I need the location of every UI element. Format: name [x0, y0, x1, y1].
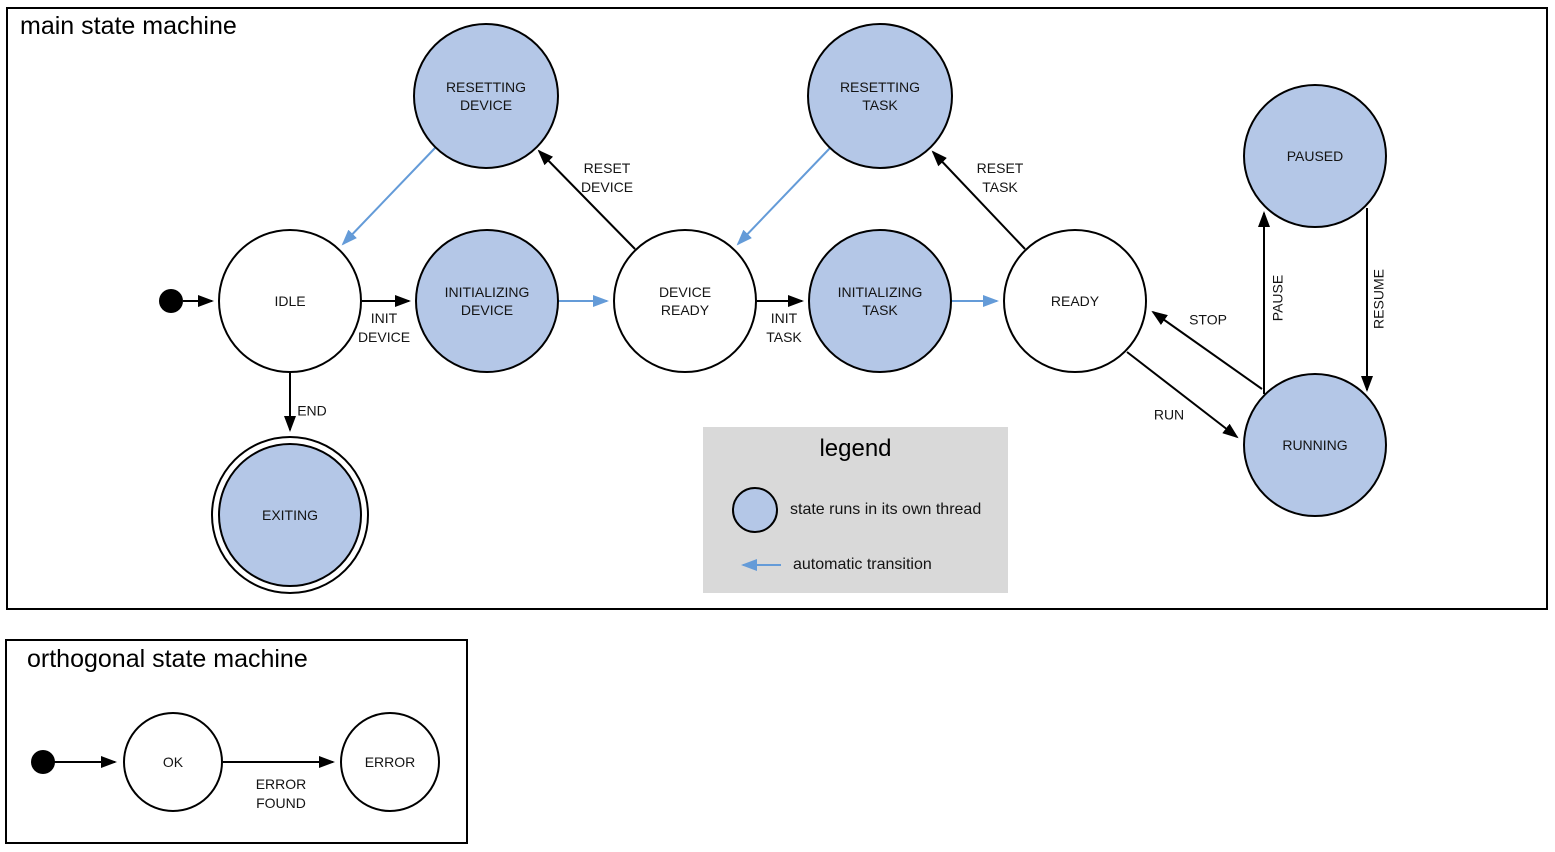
orthogonal-state-machine-title: orthogonal state machine	[27, 645, 308, 673]
state-resetting-device: RESETTING DEVICE	[413, 23, 559, 169]
edge-label-stop: STOP	[1189, 311, 1227, 328]
edge-resetting-device-to-idle-auto	[341, 147, 436, 246]
edge-resetting-task-to-device-ready-auto	[736, 147, 831, 246]
edge-ready-to-running	[1126, 351, 1239, 439]
state-resetting-task-label: RESETTING TASK	[839, 78, 921, 113]
main-state-machine-panel: main state machine	[6, 7, 1548, 610]
edge-running-to-ready	[1151, 310, 1263, 390]
state-paused-label: PAUSED	[1286, 147, 1344, 164]
state-running: RUNNING	[1243, 373, 1387, 517]
state-initializing-task: INITIALIZING TASK	[808, 229, 952, 373]
legend-title: legend	[819, 435, 892, 462]
main-state-machine-title: main state machine	[20, 12, 237, 40]
legend-panel: legend state runs in its own thread auto…	[703, 427, 1008, 593]
state-idle: IDLE	[218, 229, 362, 373]
edge-label-resume: RESUME	[1370, 269, 1387, 329]
state-paused: PAUSED	[1243, 84, 1387, 228]
state-exiting-final-ring: EXITING	[211, 436, 369, 594]
state-resetting-device-label: RESETTING DEVICE	[445, 78, 527, 113]
edge-label-reset-device: RESET DEVICE	[580, 160, 634, 195]
edge-label-run: RUN	[1153, 406, 1185, 423]
edge-label-pause: PAUSE	[1269, 274, 1286, 322]
state-ready: READY	[1003, 229, 1147, 373]
state-exiting: EXITING	[218, 443, 362, 587]
state-exiting-label: EXITING	[261, 506, 318, 523]
state-resetting-task: RESETTING TASK	[807, 23, 953, 169]
state-initializing-device-label: INITIALIZING DEVICE	[444, 283, 530, 318]
edge-label-reset-task: RESET TASK	[976, 160, 1024, 195]
threaded-state-swatch-icon	[732, 487, 778, 533]
state-device-ready-label: DEVICE READY	[658, 283, 712, 318]
state-idle-label: IDLE	[274, 292, 306, 309]
state-ready-label: READY	[1050, 292, 1100, 309]
edge-device-ready-to-resetting-device	[537, 149, 636, 250]
initial-state-dot-main	[159, 289, 183, 313]
initial-state-dot-orthogonal	[31, 750, 55, 774]
state-error-label: ERROR	[364, 753, 416, 770]
state-ok: OK	[123, 712, 223, 812]
state-initializing-task-label: INITIALIZING TASK	[837, 283, 923, 318]
automatic-transition-arrow-icon	[741, 559, 781, 571]
orthogonal-state-machine-panel: orthogonal state machine	[5, 639, 468, 844]
state-initializing-device: INITIALIZING DEVICE	[415, 229, 559, 373]
state-running-label: RUNNING	[1282, 436, 1348, 453]
edge-ready-to-resetting-task	[931, 150, 1026, 250]
edge-label-end: END	[297, 402, 327, 419]
edge-label-init-device: INIT DEVICE	[357, 310, 411, 345]
edge-label-error-found: ERROR FOUND	[255, 776, 307, 811]
state-ok-label: OK	[162, 753, 184, 770]
state-error: ERROR	[340, 712, 440, 812]
edge-label-init-task: INIT TASK	[766, 310, 802, 345]
legend-item-automatic-label: automatic transition	[793, 556, 932, 573]
state-device-ready: DEVICE READY	[613, 229, 757, 373]
legend-item-threaded-label: state runs in its own thread	[790, 501, 982, 518]
